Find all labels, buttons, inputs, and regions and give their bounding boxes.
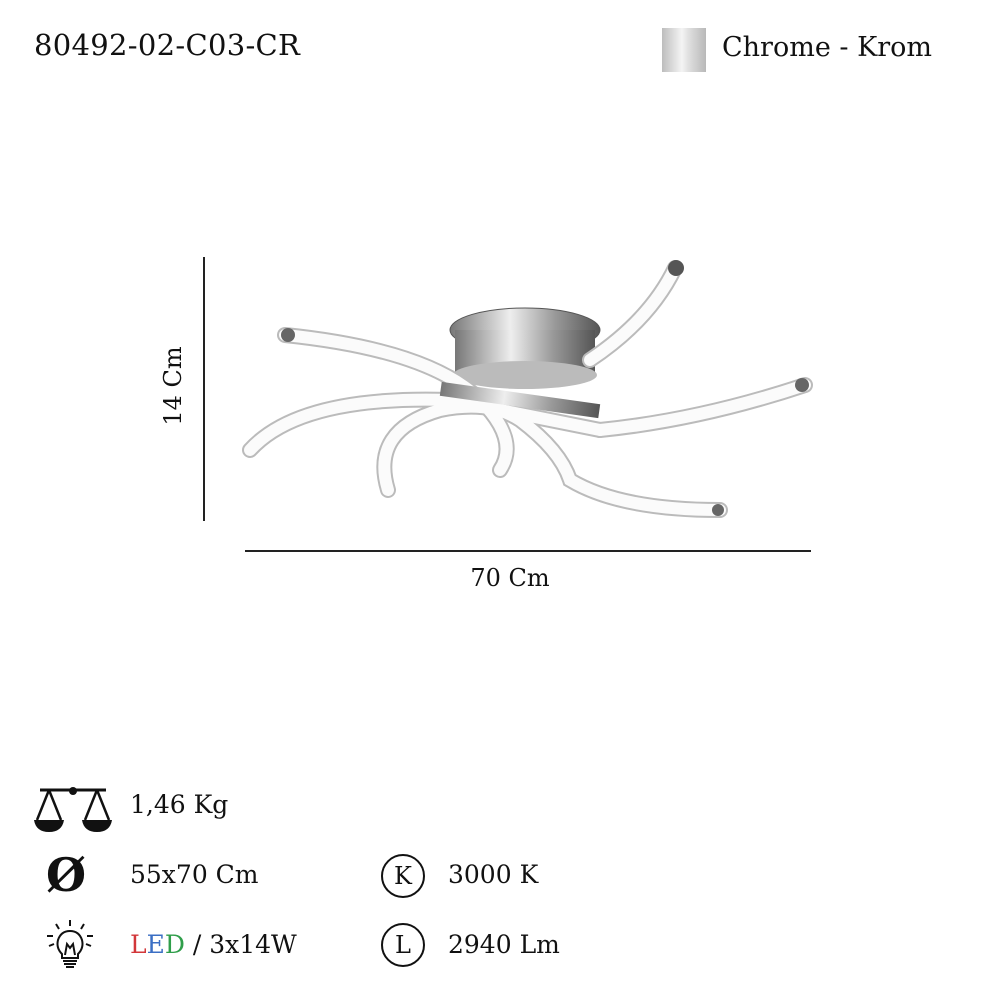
scale-icon [34,787,112,832]
width-label: 70 Cm [470,564,550,592]
color-temperature-value: 3000 K [448,860,539,889]
lumen-icon: L [381,923,425,967]
led-letter-e: E [146,930,165,959]
led-letter-d: D [164,930,185,959]
chrome-swatch-icon [662,28,706,72]
color-temperature-icon: K [381,854,425,898]
lamp-product-image [242,260,813,518]
product-code: 80492-02-C03-CR [34,28,301,62]
weight-value: 1,46 Kg [130,790,229,819]
power-value: / 3x14W [192,930,297,959]
diameter-icon: Ø [46,848,87,902]
finish-label: Chrome - Krom [722,32,933,63]
led-letter-l: L [130,930,147,959]
width-dimension-line [245,550,811,552]
diameter-value: 55x70 Cm [130,860,259,889]
bulb-icon [47,920,93,968]
lumen-value: 2940 Lm [448,930,560,959]
height-label: 14 Cm [159,346,187,426]
height-dimension-line [203,257,205,521]
